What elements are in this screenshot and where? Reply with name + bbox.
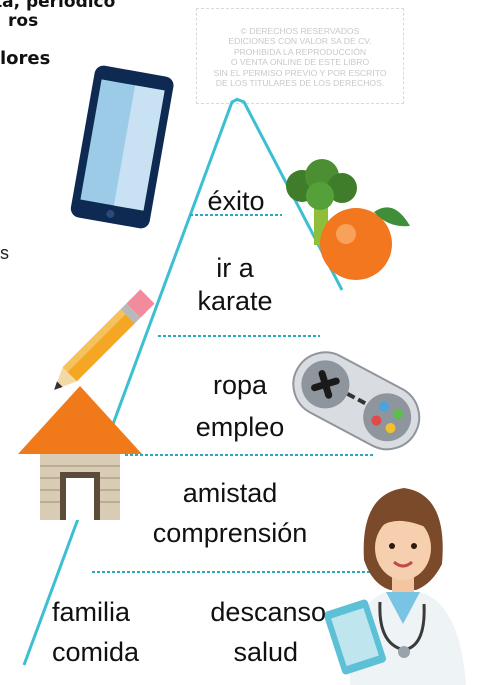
header-line-3: lores [0, 48, 51, 69]
level-5: familia descanso comida salud [52, 592, 326, 672]
level-2: ir a karate [170, 252, 300, 318]
level-4-line-2: comprensión [152, 518, 308, 548]
level-5-row-1: familia descanso [52, 592, 326, 632]
level-5-item: descanso [210, 597, 326, 627]
notice-line: SIN EL PERMISO PREVIO Y POR ESCRITO [213, 67, 387, 78]
level-3-line-1: ropa [212, 370, 268, 400]
level-3-line-2: empleo [195, 412, 285, 442]
level-2-line-1: ir a [216, 253, 254, 283]
level-5-item: salud [233, 637, 298, 667]
notice-line: O VENTA ONLINE DE ESTE LIBRO [230, 57, 370, 68]
level-5-item: familia [52, 597, 131, 627]
pyramid-right-edge [235, 97, 344, 291]
header-line-1: ta, periódico [0, 0, 116, 12]
level-2-line-2: karate [197, 286, 273, 316]
level-3: ropa empleo [160, 364, 320, 448]
header-line-2: ros [8, 11, 39, 31]
level-5-row-2: comida salud [52, 632, 326, 672]
level-4-line-1: amistad [182, 478, 278, 508]
game-controller-icon [292, 351, 421, 451]
copyright-notice: © DERECHOS RESERVADOS EDICIONES CON VALO… [196, 8, 404, 104]
doctor-icon [323, 488, 466, 685]
tablet-icon [70, 65, 174, 229]
notice-line: PROHIBIDA LA REPRODUCCIÓN [233, 46, 367, 57]
notice-line: DE LOS TITULARES DE LOS DERECHOS. [215, 78, 385, 89]
side-text: s [0, 243, 9, 263]
level-1: éxito [186, 185, 286, 218]
broccoli-icon [286, 159, 357, 245]
level-1-text: éxito [207, 186, 265, 216]
notice-line: © DERECHOS RESERVADOS [240, 26, 360, 36]
pencil-icon [54, 289, 155, 390]
orange-icon [320, 207, 410, 280]
notice-line: EDICIONES CON VALOR SA DE CV. [228, 36, 372, 47]
house-icon [18, 386, 142, 520]
level-4: amistad comprensión [120, 473, 340, 553]
level-5-item: comida [52, 637, 140, 667]
